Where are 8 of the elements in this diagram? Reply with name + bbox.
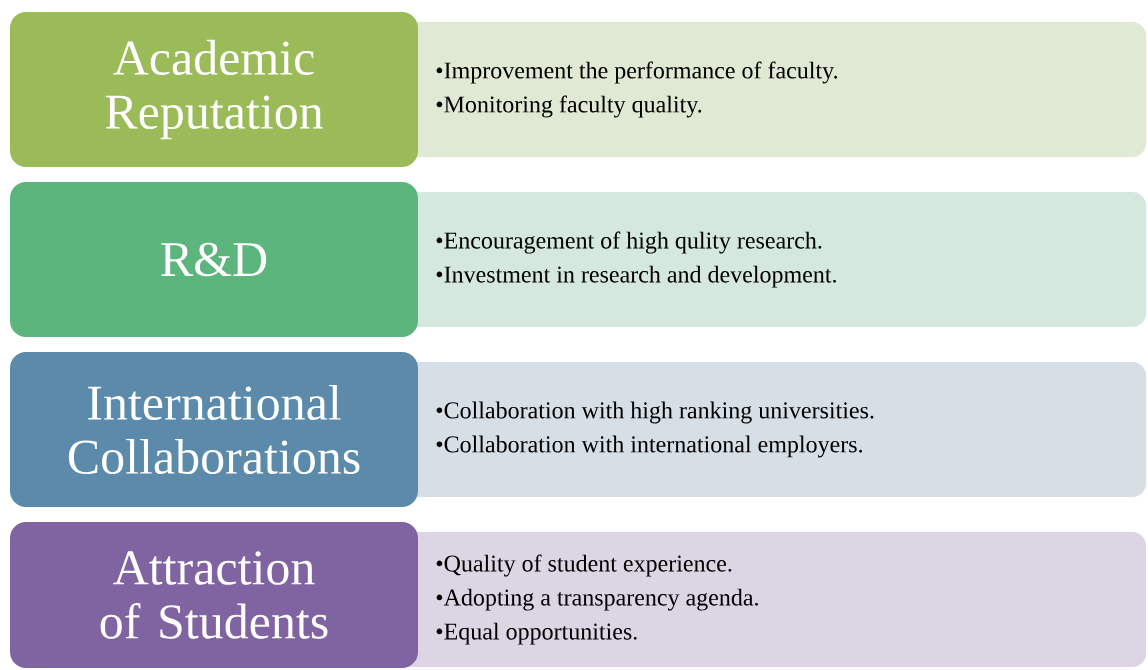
category-box: R&D bbox=[10, 182, 418, 337]
description-box: •Improvement the performance of faculty. •Monitoring faculty quality. bbox=[380, 22, 1147, 157]
category-box: International Collaborations bbox=[10, 352, 418, 507]
description-box: •Collaboration with high ranking universities. •Collaboration with international employers. bbox=[380, 362, 1147, 497]
category-box: Academic Reputation bbox=[10, 12, 418, 167]
description-box: •Quality of student experience. •Adopting a transparency agenda. •Equal opportunities. bbox=[380, 532, 1147, 667]
description-box: •Encouragement of high qulity research. •Investment in research and development. bbox=[380, 192, 1147, 327]
category-box: Attraction of Students bbox=[10, 522, 418, 668]
